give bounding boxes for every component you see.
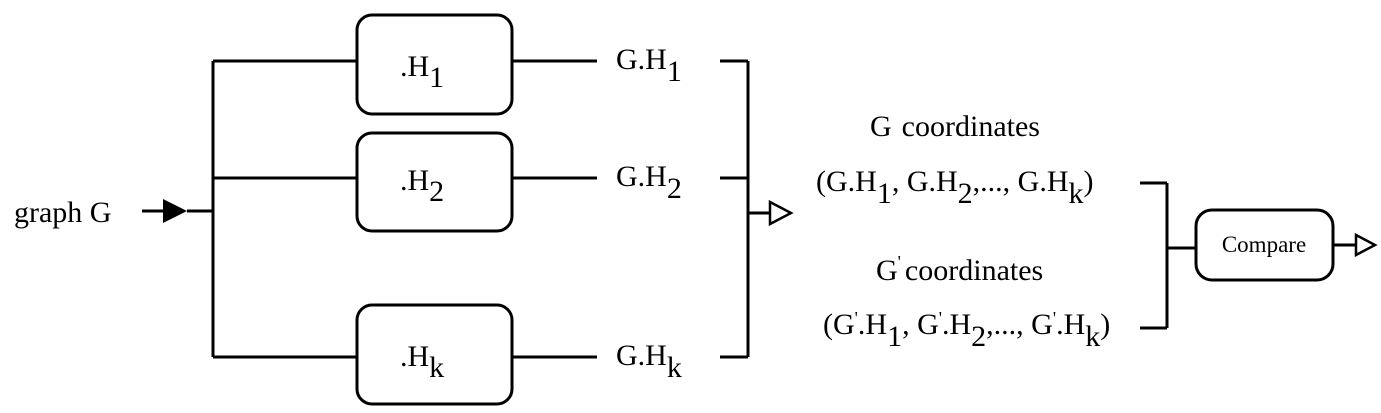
compare-label: Compare (1222, 232, 1306, 257)
compare-out-arrowhead (1354, 232, 1378, 258)
operator-box-k (355, 303, 514, 406)
output-label-k: G.Hk (616, 339, 682, 384)
output-label-2: G.H2 (616, 160, 682, 205)
output-label-1: G.H1 (616, 43, 682, 88)
input-label: graph G (14, 196, 111, 229)
input-arrowhead (163, 199, 187, 223)
operator-label-2: .H2 (400, 164, 444, 208)
operator-box-1 (355, 13, 514, 116)
operator-box-2 (355, 131, 514, 233)
g-prime-coordinates-tuple: (G'.H1, G'.H2,..., G'.Hk) (823, 308, 1110, 353)
g-coordinates-tuple: (G.H1, G.H2,..., G.Hk) (816, 165, 1094, 210)
operator-label-1: .H1 (400, 50, 444, 94)
g-prime-coordinates-title: G'coordinates (876, 252, 1043, 287)
collector-arrowhead (768, 199, 794, 227)
operator-label-k: .Hk (400, 340, 444, 384)
